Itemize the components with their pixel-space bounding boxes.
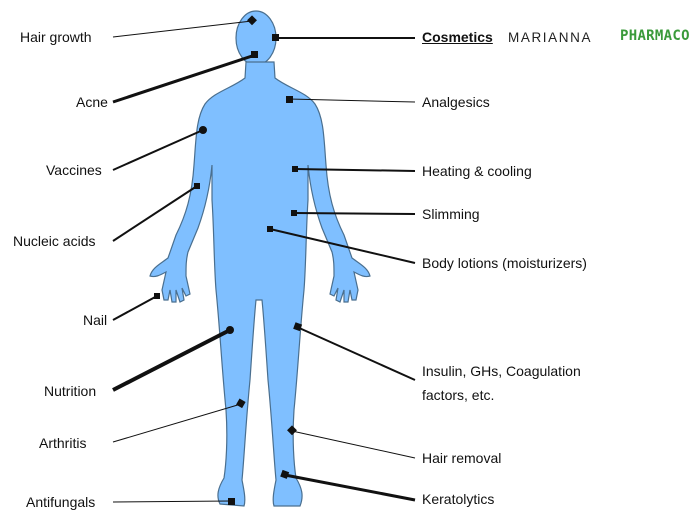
leader-slimming	[294, 213, 415, 214]
marker-body-lotions	[267, 226, 273, 232]
marker-heating	[292, 166, 298, 172]
leader-nail	[113, 296, 157, 320]
leader-antifungals	[113, 501, 231, 502]
marianna-logo-text: MARIANNA	[508, 30, 592, 45]
label-analgesics: Analgesics	[422, 93, 490, 111]
leader-hair-removal	[292, 431, 415, 458]
label-nucleic-acids: Nucleic acids	[13, 232, 95, 250]
leader-keratolytics	[285, 475, 415, 500]
label-insulin-line2: factors, etc.	[422, 386, 494, 404]
label-insulin-line1: Insulin, GHs, Coagulation	[422, 362, 581, 380]
human-body-figure	[150, 11, 370, 506]
leader-hair-growth	[113, 21, 252, 37]
marker-analgesics	[286, 96, 293, 103]
label-keratolytics: Keratolytics	[422, 490, 494, 508]
label-hair-removal: Hair removal	[422, 449, 501, 467]
marker-vaccines	[199, 126, 207, 134]
pharmacos-logo-text: PHARMACOS	[620, 28, 690, 44]
label-nail: Nail	[83, 311, 107, 329]
torso-and-limbs	[150, 62, 370, 506]
label-acne: Acne	[76, 93, 108, 111]
leader-vaccines	[113, 130, 203, 170]
marker-slimming	[291, 210, 297, 216]
leader-arthritis	[113, 404, 241, 442]
leader-insulin	[297, 327, 415, 380]
marker-antifungals	[228, 498, 235, 505]
label-slimming: Slimming	[422, 205, 480, 223]
label-arthritis: Arthritis	[39, 434, 86, 452]
label-nutrition: Nutrition	[44, 382, 96, 400]
label-heating-cooling: Heating & cooling	[422, 162, 532, 180]
marker-nucleic	[194, 183, 200, 189]
label-hair-growth: Hair growth	[20, 28, 92, 46]
label-antifungals: Antifungals	[26, 493, 95, 511]
label-body-lotions: Body lotions (moisturizers)	[422, 254, 587, 272]
marker-nail	[154, 293, 160, 299]
marker-acne	[251, 51, 258, 58]
marker-nutrition	[226, 326, 234, 334]
cosmetics-label: Cosmetics	[422, 29, 493, 45]
label-vaccines: Vaccines	[46, 161, 102, 179]
marker-cosmetics	[272, 34, 279, 41]
leader-nutrition	[113, 330, 230, 390]
